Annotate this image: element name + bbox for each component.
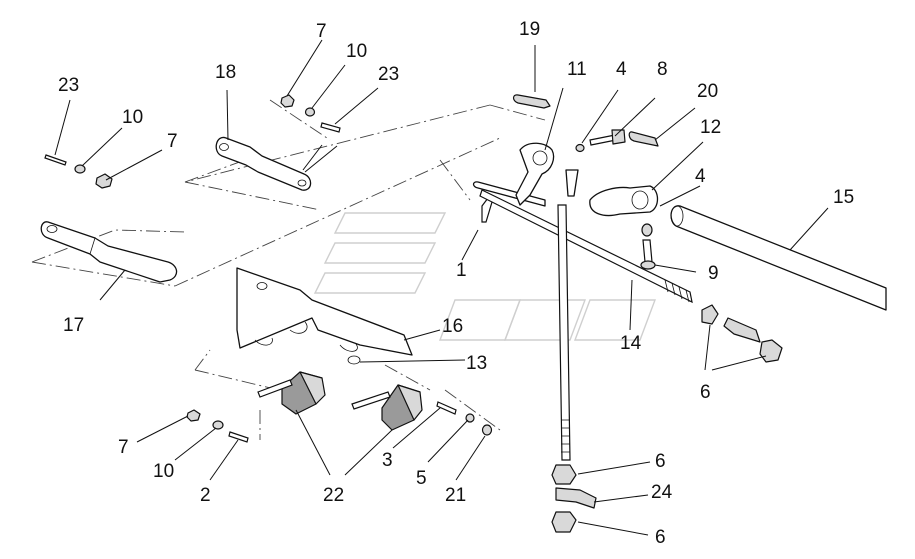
callout-14: 14	[620, 333, 642, 354]
fastener-group-left-top	[44, 154, 113, 189]
callout-12: 12	[700, 117, 721, 138]
callout-23-top: 23	[378, 64, 399, 85]
callout-22: 22	[323, 485, 344, 506]
callout-4-right: 4	[695, 166, 706, 187]
callout-2: 2	[200, 485, 211, 506]
assembly-outlines	[31, 99, 546, 440]
callout-6-bottom: 6	[655, 527, 666, 548]
bolt-8	[589, 129, 626, 146]
callout-8: 8	[657, 59, 668, 80]
lever-bar-17	[40, 221, 178, 283]
washer-4-top	[575, 143, 585, 153]
leader-lines	[54, 39, 829, 536]
callout-11: 11	[567, 59, 587, 80]
pin-20	[628, 131, 659, 147]
callout-23-left: 23	[58, 75, 79, 96]
pin-19	[512, 94, 551, 109]
callout-4-top: 4	[616, 59, 627, 80]
callout-5: 5	[416, 468, 427, 489]
vertical-rod	[551, 204, 597, 533]
callout-10-bottom: 10	[153, 461, 174, 482]
block-22-right	[351, 384, 423, 431]
fastener-group-bottom-left	[186, 409, 249, 443]
bellcrank-11	[472, 142, 555, 223]
fitting-right	[701, 304, 783, 363]
callout-10-top: 10	[346, 41, 367, 62]
callout-3: 3	[382, 450, 393, 471]
callout-6-right: 6	[700, 382, 711, 403]
threaded-rod-14	[479, 189, 693, 304]
callout-9: 9	[708, 263, 719, 284]
callout-20: 20	[697, 81, 718, 102]
fastener-group-top	[280, 94, 341, 133]
callout-24: 24	[651, 482, 673, 503]
callout-16: 16	[442, 316, 463, 337]
callout-19: 19	[519, 19, 540, 40]
callout-17: 17	[63, 315, 84, 336]
lever-18	[215, 136, 312, 191]
clevis-12	[565, 169, 659, 217]
callout-labels: 23 10 7 18 7 10 23 17 16 13 1 19 11 4 8 …	[58, 19, 854, 548]
callout-7-left: 7	[167, 131, 178, 152]
callout-1: 1	[456, 260, 467, 281]
callout-13: 13	[466, 353, 487, 374]
callout-10-left: 10	[122, 107, 143, 128]
bolt-9	[640, 223, 656, 270]
callout-6-mid: 6	[655, 451, 666, 472]
callout-7-top: 7	[316, 21, 327, 42]
callout-7-bottom: 7	[118, 437, 129, 458]
tube-15	[670, 205, 887, 311]
mounting-bracket-16	[236, 267, 413, 365]
callout-18: 18	[215, 62, 236, 83]
fastener-group-bottom-mid	[436, 401, 493, 436]
callout-15: 15	[833, 187, 854, 208]
block-22-left	[257, 371, 326, 415]
callout-21: 21	[445, 485, 466, 506]
